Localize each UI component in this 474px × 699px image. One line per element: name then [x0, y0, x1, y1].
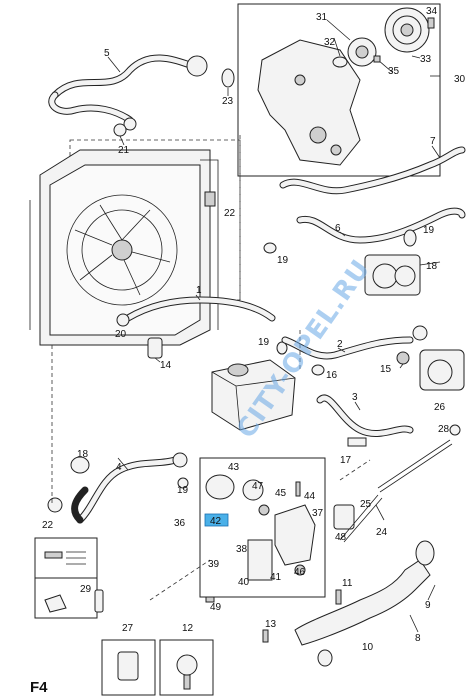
callout-9: 9: [425, 600, 431, 611]
hose-3: [316, 394, 414, 438]
bracket-29: [94, 589, 104, 613]
hose-6: [296, 207, 466, 244]
sensor-15: [396, 351, 410, 369]
radiator: [29, 139, 241, 346]
clamp-18: [70, 456, 90, 474]
callout-22-lower: 22: [42, 520, 54, 531]
hose-7: [279, 145, 466, 195]
clamp-21: [113, 123, 127, 146]
clamp-20: [116, 313, 130, 327]
callout-32: 32: [324, 37, 336, 48]
callout-48: 48: [335, 532, 347, 543]
clamp-19-lower: [177, 477, 189, 489]
callout-31: 31: [316, 12, 328, 23]
callout-18: 18: [426, 261, 438, 272]
detail-box-27: [101, 639, 156, 696]
callout-42: 42: [210, 516, 222, 527]
hose-1: [124, 294, 276, 322]
callout-40: 40: [238, 577, 250, 588]
callout-19-c: 19: [258, 337, 270, 348]
callout-39: 39: [208, 559, 220, 570]
hose-4: [71, 452, 188, 524]
leader-9: [427, 584, 436, 601]
callout-41: 41: [270, 572, 282, 583]
callout-47: 47: [252, 481, 264, 492]
callout-19-d: 19: [177, 485, 189, 496]
callout-46: 46: [294, 567, 306, 578]
callout-11: 11: [342, 578, 353, 589]
callout-45: 45: [275, 488, 287, 499]
clamp-16: [311, 364, 325, 376]
detail-box-12: [159, 639, 214, 696]
bolt-11: [335, 589, 342, 605]
bolt-49: [205, 596, 215, 603]
callout-43: 43: [228, 462, 240, 473]
callout-23: 23: [222, 96, 234, 107]
callout-14: 14: [160, 360, 172, 371]
callout-12: 12: [182, 623, 194, 634]
callout-19-a: 19: [423, 225, 435, 236]
hose-5: [48, 54, 208, 131]
bolt-13: [262, 629, 269, 643]
callout-8: 8: [415, 633, 421, 644]
callout-27: 27: [122, 623, 134, 634]
bracket-17: [347, 437, 367, 447]
callout-10: 10: [362, 642, 374, 653]
callout-25: 25: [360, 499, 372, 510]
exhaust-pipe-8: [294, 540, 435, 646]
hose-2: [281, 325, 428, 360]
valve-26: [419, 349, 465, 391]
callout-22-upper: 22: [224, 208, 236, 219]
figure-code: F4: [30, 679, 48, 696]
callout-2: 2: [337, 339, 343, 350]
callout-7: 7: [430, 136, 436, 147]
callout-19-b: 19: [277, 255, 289, 266]
clamp-10: [317, 649, 333, 667]
callout-labels: 5 23 21 31 32 34 33 35 30 7 22 6 19 19 1…: [42, 6, 466, 653]
callout-18-b: 18: [77, 449, 89, 460]
callout-15: 15: [380, 364, 392, 375]
clamp-19-tank: [276, 341, 288, 355]
callout-6: 6: [335, 223, 341, 234]
callout-4: 4: [116, 462, 122, 473]
callout-21: 21: [118, 145, 130, 156]
pipe-28: [377, 424, 461, 493]
callout-28: 28: [438, 424, 450, 435]
callout-30: 30: [454, 74, 466, 85]
callout-1: 1: [196, 285, 202, 296]
callout-26: 26: [434, 402, 446, 413]
guide-lines: [51, 135, 371, 601]
thermostat-detail-box: [199, 457, 326, 598]
clamp-22-lower: [47, 497, 63, 513]
clamp-23: [221, 68, 235, 96]
callout-5: 5: [104, 48, 110, 59]
highlight-marker-42: [204, 513, 229, 527]
callout-33: 33: [420, 54, 432, 65]
callout-20: 20: [115, 329, 127, 340]
callout-29: 29: [80, 584, 92, 595]
callout-24: 24: [376, 527, 388, 538]
callout-35: 35: [388, 66, 400, 77]
callout-3: 3: [352, 392, 358, 403]
cover-48: [333, 504, 355, 530]
clamp-19-upper: [263, 229, 417, 254]
connector-14: [147, 337, 163, 363]
callout-16: 16: [326, 370, 338, 381]
callout-37: 37: [312, 508, 324, 519]
pipe-24: [339, 494, 385, 543]
callout-44: 44: [304, 491, 316, 502]
water-pump-detail-box: [237, 3, 441, 177]
callout-36: 36: [174, 518, 186, 529]
callout-17: 17: [340, 455, 352, 466]
callout-13: 13: [265, 619, 277, 630]
callout-38: 38: [236, 544, 248, 555]
expansion-tank: [211, 359, 296, 431]
callout-49: 49: [210, 602, 222, 613]
throttle-body: [364, 254, 441, 296]
callout-34: 34: [426, 6, 438, 17]
service-note-box: [34, 537, 98, 619]
